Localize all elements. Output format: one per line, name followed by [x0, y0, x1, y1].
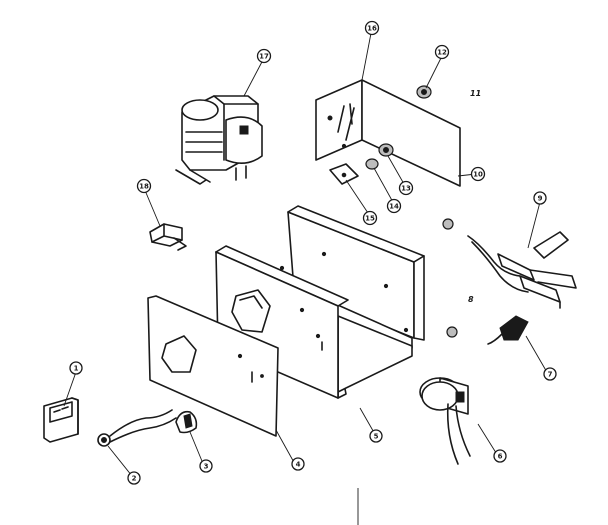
washer-part-14	[365, 158, 379, 170]
callout-label-18: 18	[139, 183, 149, 191]
callout-13: 13	[398, 180, 414, 196]
callout-label-14: 14	[389, 203, 399, 211]
rear-bracket-part	[315, 79, 461, 187]
callout-label-7: 7	[548, 371, 553, 379]
front-panel-part	[215, 245, 349, 399]
ammeter-part	[43, 397, 79, 443]
callout-14: 14	[386, 198, 402, 214]
nut-part-13	[378, 143, 394, 157]
faceplate-part	[147, 295, 279, 437]
callout-7: 7	[543, 367, 557, 381]
callout-15: 15	[362, 210, 378, 226]
callout-label-10: 10	[473, 171, 483, 179]
callout-label-16: 16	[367, 25, 377, 33]
callout-label-15: 15	[365, 215, 375, 223]
battery-clamps-part	[442, 218, 577, 309]
callout-label-12: 12	[437, 49, 447, 57]
label-8: 8	[468, 295, 474, 304]
callout-12: 12	[434, 44, 450, 60]
switch-part	[97, 409, 177, 447]
callout-16: 16	[364, 20, 380, 36]
clip-part	[149, 223, 187, 251]
label-11: 11	[470, 89, 481, 98]
callout-label-6: 6	[498, 453, 503, 461]
callout-label-1: 1	[74, 365, 79, 373]
callout-9: 9	[533, 191, 547, 205]
knob-part	[175, 410, 198, 434]
callout-label-5: 5	[374, 433, 379, 441]
callout-label-9: 9	[538, 195, 543, 203]
callout-17: 17	[256, 48, 272, 64]
callout-label-17: 17	[259, 53, 269, 61]
nut-part-12	[416, 85, 432, 99]
callout-1: 1	[69, 361, 83, 375]
plate-part-15	[329, 163, 359, 185]
breaker-part	[419, 377, 471, 465]
callout-5: 5	[369, 429, 383, 443]
callout-label-3: 3	[204, 463, 209, 471]
callout-4: 4	[291, 457, 305, 471]
callout-10: 10	[470, 166, 486, 182]
transformer-part	[175, 95, 263, 185]
callout-label-2: 2	[132, 475, 137, 483]
callout-18: 18	[136, 178, 152, 194]
callout-2: 2	[127, 471, 141, 485]
leader-lines	[63, 27, 549, 525]
callout-label-13: 13	[401, 185, 411, 193]
case-part	[215, 205, 425, 399]
callout-3: 3	[199, 459, 213, 473]
power-cord-part	[446, 315, 529, 345]
callout-label-4: 4	[296, 461, 301, 469]
callout-6: 6	[493, 449, 507, 463]
